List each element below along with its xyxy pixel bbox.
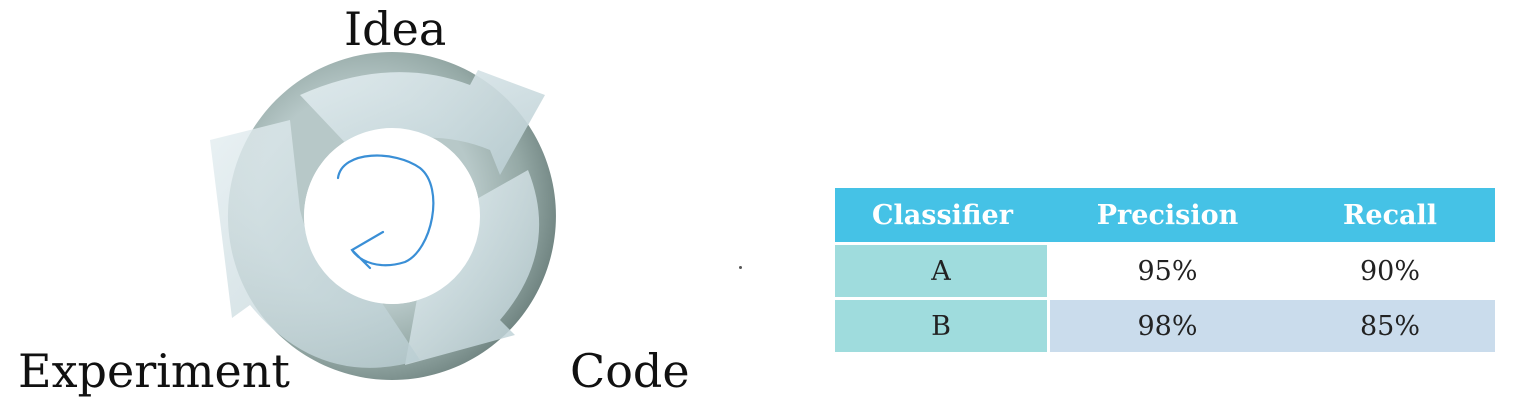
table-row: A 95% 90% — [835, 245, 1495, 300]
recall-cell: 90% — [1285, 245, 1495, 300]
recall-cell: 85% — [1285, 300, 1495, 352]
code-label: Code — [570, 344, 690, 398]
idea-label: Idea — [344, 2, 447, 56]
classifier-metrics-table: Classifier Precision Recall A 95% 90% B … — [835, 188, 1495, 352]
iteration-cycle-diagram — [210, 52, 556, 380]
classifier-name-cell: B — [835, 300, 1050, 352]
table-header-row: Classifier Precision Recall — [835, 188, 1495, 245]
header-recall: Recall — [1285, 188, 1495, 245]
cycle-arrow-bottom — [210, 120, 420, 368]
cycle-arrow-right — [405, 170, 540, 365]
precision-cell: 95% — [1050, 245, 1285, 300]
cycle-arrow-top — [300, 70, 545, 175]
precision-cell: 98% — [1050, 300, 1285, 352]
classifier-name-cell: A — [835, 245, 1050, 300]
table-row: B 98% 85% — [835, 300, 1495, 352]
stray-dot — [739, 266, 742, 269]
pen-loop-annotation — [336, 154, 435, 270]
header-classifier: Classifier — [835, 188, 1050, 245]
header-precision: Precision — [1050, 188, 1285, 245]
experiment-label: Experiment — [18, 344, 290, 398]
cycle-center — [304, 128, 480, 304]
